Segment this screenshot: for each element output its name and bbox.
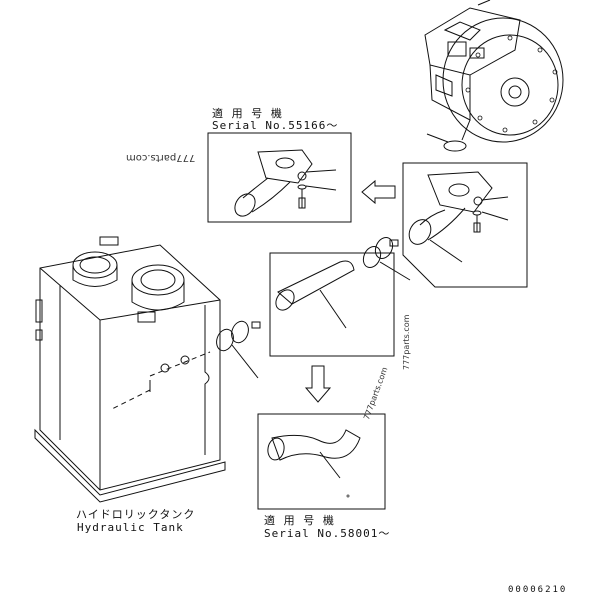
- right-inset-frame: [402, 162, 528, 288]
- arrow-left: [361, 179, 396, 205]
- tank-name-en-label: Hydraulic Tank: [77, 521, 184, 534]
- watermark-vertical-right: 777parts.com: [402, 314, 411, 370]
- lower-inset-frame: [257, 413, 386, 510]
- hydraulic-pump: [424, 0, 564, 152]
- clamp-pair-upper: [362, 236, 411, 281]
- lower-inset-applicable-label: 適 用 号 機: [264, 514, 335, 527]
- upper-inset-serial-label: Serial No.55166〜: [212, 119, 339, 132]
- clamp-pair-lower: [216, 320, 261, 379]
- upper-inset-applicable-label: 適 用 号 機: [212, 107, 283, 120]
- drawing-number: 00006210: [508, 585, 568, 595]
- middle-hose-frame: [269, 252, 395, 357]
- tank-name-jp-label: ハイドロリックタンク: [76, 508, 196, 521]
- arrow-down: [304, 365, 332, 403]
- lower-inset-serial-label: Serial No.58001〜: [264, 527, 391, 540]
- watermark-upside-down: 777parts.com: [126, 152, 196, 163]
- hydraulic-tank: [34, 236, 226, 503]
- upper-inset-frame: [207, 132, 352, 223]
